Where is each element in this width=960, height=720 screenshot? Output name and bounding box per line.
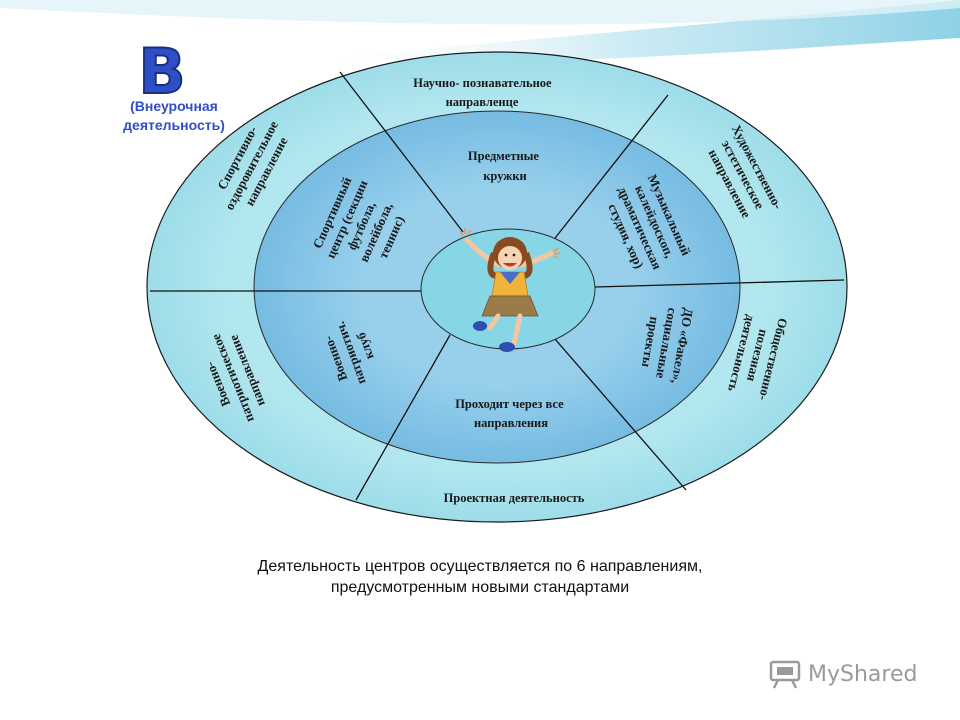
top-band [0,0,960,25]
watermark-text: MyShared [808,661,918,687]
girl-illustration [459,228,561,352]
extracurricular-subtitle: (Внеурочная деятельность) [104,97,244,135]
big-letter-logo: В [137,35,186,108]
inner-top-label: Предметные кружки [468,149,542,183]
top-swoosh [300,0,960,63]
subtitle-line-1: (Внеурочная [130,98,218,114]
subtitle-line-2: деятельность) [123,117,225,133]
myshared-watermark[interactable]: MyShared [768,656,917,692]
outer-top-label: Научно- познавательное направленце [413,76,554,109]
sector-dividers [150,71,845,501]
diagram-caption: Деятельность центров осуществляется по 6… [180,556,780,598]
projector-icon [769,660,801,689]
inner-bottom-label: Проходит через все направления [455,397,567,430]
outer-bottom-label: Проектная деятельность [444,491,585,505]
caption-line-1: Деятельность центров осуществляется по 6… [257,558,703,575]
caption-line-2: предусмотренным новыми стандартами [330,579,630,596]
